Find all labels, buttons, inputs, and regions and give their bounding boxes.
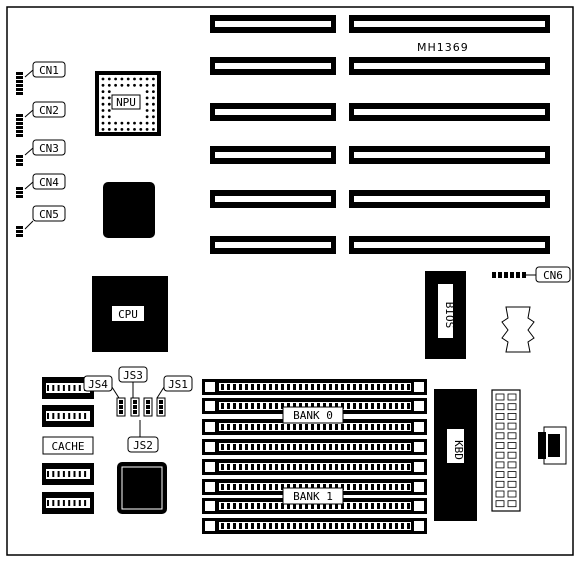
bios-chip: BIOS — [425, 271, 466, 359]
jumper — [143, 397, 153, 417]
bank0-label-box: BANK 0 — [282, 406, 344, 424]
cache-label: CACHE — [51, 440, 84, 453]
npu-label: NPU — [116, 96, 136, 109]
battery-outline — [501, 306, 535, 353]
cn2-callout: CN2 — [24, 101, 66, 118]
expansion-slot — [210, 15, 336, 33]
jumper — [130, 397, 140, 417]
cn6-callout: CN6 — [492, 266, 571, 283]
cache-label-box: CACHE — [42, 436, 94, 455]
bank1-label-box: BANK 1 — [282, 487, 344, 505]
simm-slot — [202, 518, 427, 534]
sram-chip — [42, 492, 94, 514]
power-connector — [491, 389, 521, 512]
simm-slot — [202, 398, 427, 414]
expansion-slot — [210, 190, 336, 208]
cn5-callout: CN5 — [24, 205, 66, 230]
jumper — [156, 397, 166, 417]
simm-slot — [202, 498, 427, 514]
expansion-slot — [349, 146, 550, 164]
cache-controller-chip — [117, 462, 167, 514]
expansion-slot — [210, 236, 336, 254]
cn5-label: CN5 — [39, 208, 59, 221]
js3-callout: JS3 — [118, 366, 148, 398]
jumper-blocks — [116, 397, 166, 417]
simm-slots — [202, 379, 427, 534]
connector-headers — [16, 72, 23, 237]
expansion-slot — [349, 57, 550, 75]
cn3-callout: CN3 — [24, 139, 66, 156]
expansion-slot — [210, 146, 336, 164]
expansion-slots — [210, 15, 550, 254]
bank1-label: BANK 1 — [293, 490, 333, 503]
expansion-slot — [349, 103, 550, 121]
js3-label: JS3 — [123, 369, 143, 382]
cn2-label: CN2 — [39, 104, 59, 117]
js1-callout: JS1 — [156, 375, 193, 399]
sram-chip — [42, 463, 94, 485]
board-outline — [6, 6, 574, 556]
connector-header — [16, 226, 23, 237]
simm-slot — [202, 439, 427, 455]
keyboard-connector — [538, 426, 567, 465]
expansion-slot — [349, 190, 550, 208]
sram-chip — [42, 405, 94, 427]
js1-label: JS1 — [168, 378, 188, 391]
cn1-callout: CN1 — [24, 61, 66, 78]
model-label: MH1369 — [417, 41, 469, 54]
expansion-slot — [349, 15, 550, 33]
cpu-chip: CPU — [92, 276, 168, 352]
npu-socket: NPU — [95, 71, 161, 136]
cn4-callout: CN4 — [24, 173, 66, 190]
simm-slot — [202, 379, 427, 395]
kbd-chip: KBD — [434, 389, 477, 521]
js2-callout: JS2 — [127, 420, 159, 453]
jumper — [116, 397, 126, 417]
chip-square — [103, 182, 155, 238]
bios-label: BIOS — [443, 302, 456, 329]
expansion-slot — [210, 103, 336, 121]
cn6-label: CN6 — [543, 269, 563, 282]
simm-slot — [202, 479, 427, 495]
js4-label: JS4 — [88, 378, 108, 391]
cpu-label: CPU — [118, 308, 138, 321]
bank0-label: BANK 0 — [293, 409, 333, 422]
simm-slot — [202, 459, 427, 475]
connector-header — [16, 187, 23, 198]
cn4-label: CN4 — [39, 176, 59, 189]
cn3-label: CN3 — [39, 142, 59, 155]
expansion-slot — [210, 57, 336, 75]
connector-header — [16, 114, 23, 137]
kbd-label: KBD — [452, 440, 465, 460]
expansion-slot — [349, 236, 550, 254]
js4-callout: JS4 — [83, 375, 120, 399]
cache-chips — [42, 377, 94, 514]
cn1-label: CN1 — [39, 64, 59, 77]
js2-label: JS2 — [133, 439, 153, 452]
connector-header — [16, 155, 23, 166]
simm-slot — [202, 419, 427, 435]
connector-header — [16, 72, 23, 95]
